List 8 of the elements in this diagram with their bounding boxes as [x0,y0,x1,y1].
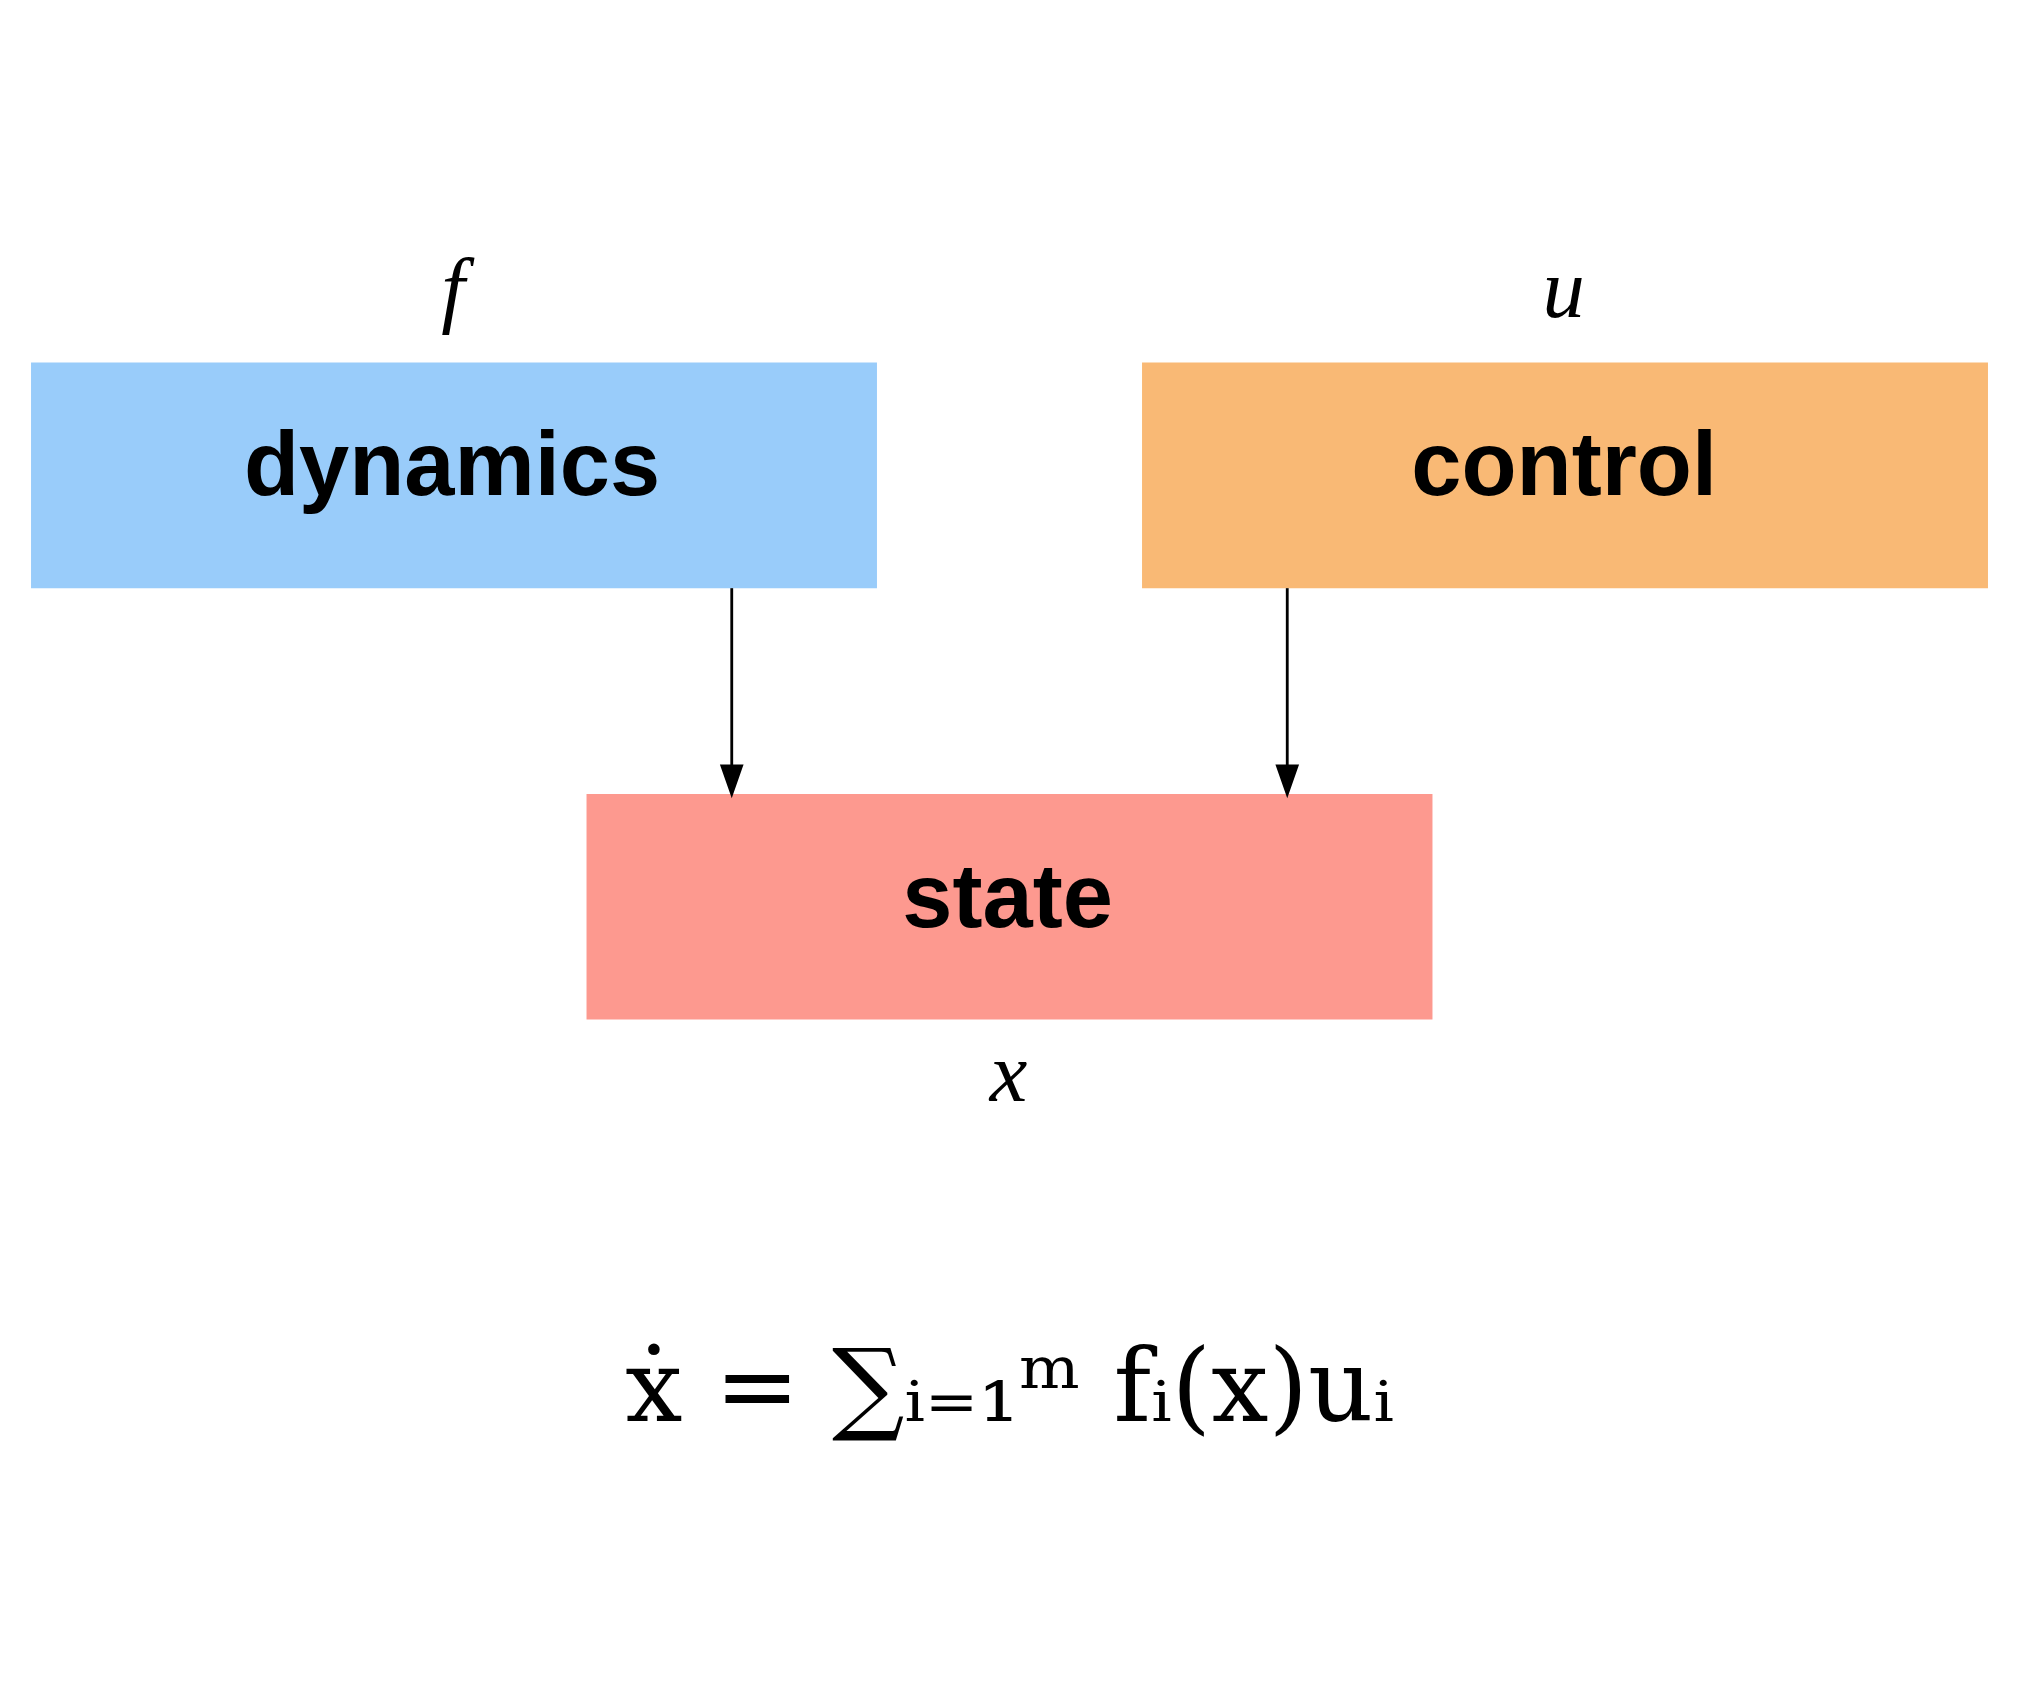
node-label: x [989,1026,1028,1120]
label: ẋ = ∑ᵢ₌₁ᵐ fᵢ(x)uᵢ [625,1326,1394,1445]
node-box: control [1142,362,1988,589]
node-box: dynamics [31,362,877,589]
arrow [719,588,744,799]
arrow [1275,588,1300,799]
node-label: u [1542,242,1585,336]
node-box: state [586,794,1433,1020]
